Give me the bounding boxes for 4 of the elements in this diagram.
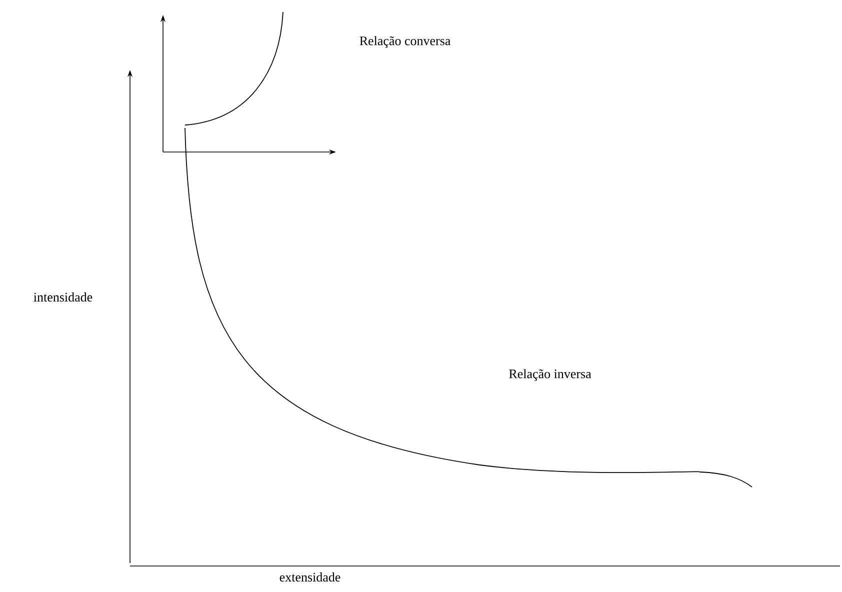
axis-label: intensidade: [34, 292, 92, 302]
axis-label: extensidade: [280, 572, 340, 582]
curve-label: Relação inversa: [509, 369, 592, 381]
curve-label: Relação conversa: [360, 36, 450, 48]
